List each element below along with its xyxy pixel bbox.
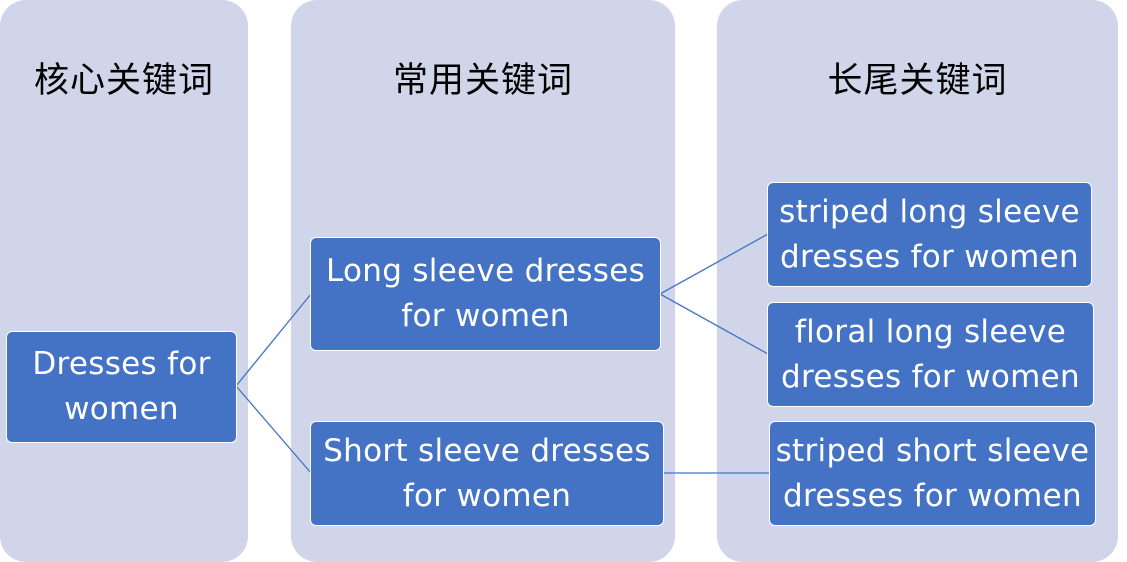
keyword-floral-long-sleeve: floral long sleeve dresses for women xyxy=(767,302,1094,407)
keyword-short-sleeve-dresses: Short sleeve dresses for women xyxy=(310,421,664,526)
connector-core-to-long-sleeve xyxy=(235,293,312,387)
keyword-core-dresses-for-women: Dresses for women xyxy=(6,331,237,443)
keyword-long-sleeve-dresses: Long sleeve dresses for women xyxy=(310,237,661,351)
core-keywords-column: 核心关键词 xyxy=(0,0,248,562)
keyword-striped-long-sleeve: striped long sleeve dresses for women xyxy=(767,182,1092,287)
keyword-striped-short-sleeve: striped short sleeve dresses for women xyxy=(769,421,1096,526)
core-keywords-heading: 核心关键词 xyxy=(33,61,214,101)
connector-core-to-short-sleeve xyxy=(235,385,312,474)
common-keywords-heading: 常用关键词 xyxy=(392,61,573,101)
longtail-keywords-heading: 长尾关键词 xyxy=(827,61,1008,101)
connector-long-sleeve-to-striped-long xyxy=(659,233,769,295)
connector-long-sleeve-to-floral-long xyxy=(659,293,769,355)
